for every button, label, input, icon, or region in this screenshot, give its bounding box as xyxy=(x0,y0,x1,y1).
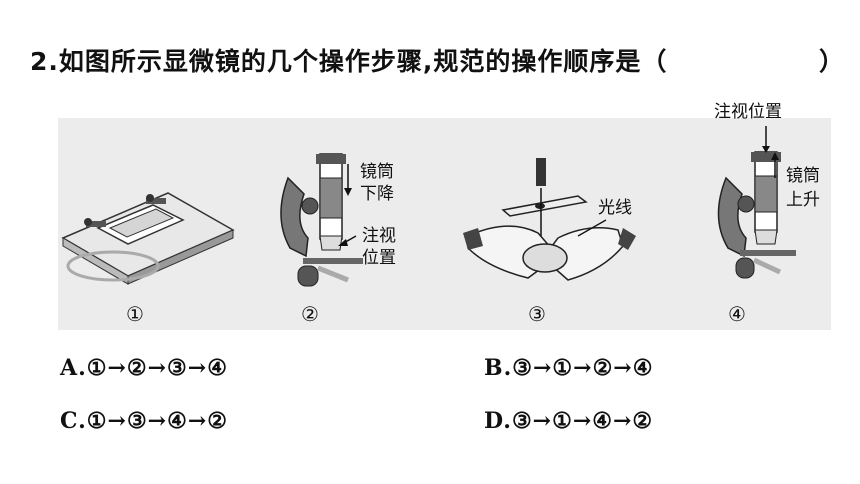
question-text: 2.如图所示显微镜的几个操作步骤,规范的操作顺序是（ xyxy=(30,47,668,76)
step1-number: ① xyxy=(126,302,144,326)
step4-label-watch-position: 注视位置 xyxy=(714,102,782,122)
step2-microscope-icon xyxy=(280,153,363,287)
step3-number: ③ xyxy=(528,302,546,326)
step2-label-position: 位置 xyxy=(362,248,396,268)
step2-label-lower: 下降 xyxy=(360,184,394,204)
step3-label-light: 光线 xyxy=(598,198,632,218)
option-b[interactable]: B.③→①→②→④ xyxy=(484,355,654,381)
step2-label-lens-tube: 镜筒 xyxy=(360,162,394,182)
step2-label-watch: 注视 xyxy=(362,226,396,246)
step4-number: ④ xyxy=(728,302,746,326)
step1-stage-icon xyxy=(61,192,235,285)
step4-microscope-icon xyxy=(717,126,796,279)
microscope-figure: 镜筒 下降 注视 位置 光线 注视位置 镜筒 上升 ① ② ③ ④ xyxy=(58,102,831,330)
option-d[interactable]: D.③→①→④→② xyxy=(484,408,654,434)
option-c[interactable]: C.①→③→④→② xyxy=(60,408,228,434)
question-stem: 2.如图所示显微镜的几个操作步骤,规范的操作顺序是（ ） xyxy=(30,42,845,78)
microscope-steps-illustration xyxy=(61,126,796,287)
answer-blank-close: ） xyxy=(818,47,845,76)
step2-number: ② xyxy=(301,302,319,326)
step4-label-raise: 上升 xyxy=(786,190,820,210)
option-a[interactable]: A.①→②→③→④ xyxy=(60,355,228,381)
step3-hands-icon xyxy=(463,158,636,281)
step4-label-lens-tube: 镜筒 xyxy=(786,166,820,186)
